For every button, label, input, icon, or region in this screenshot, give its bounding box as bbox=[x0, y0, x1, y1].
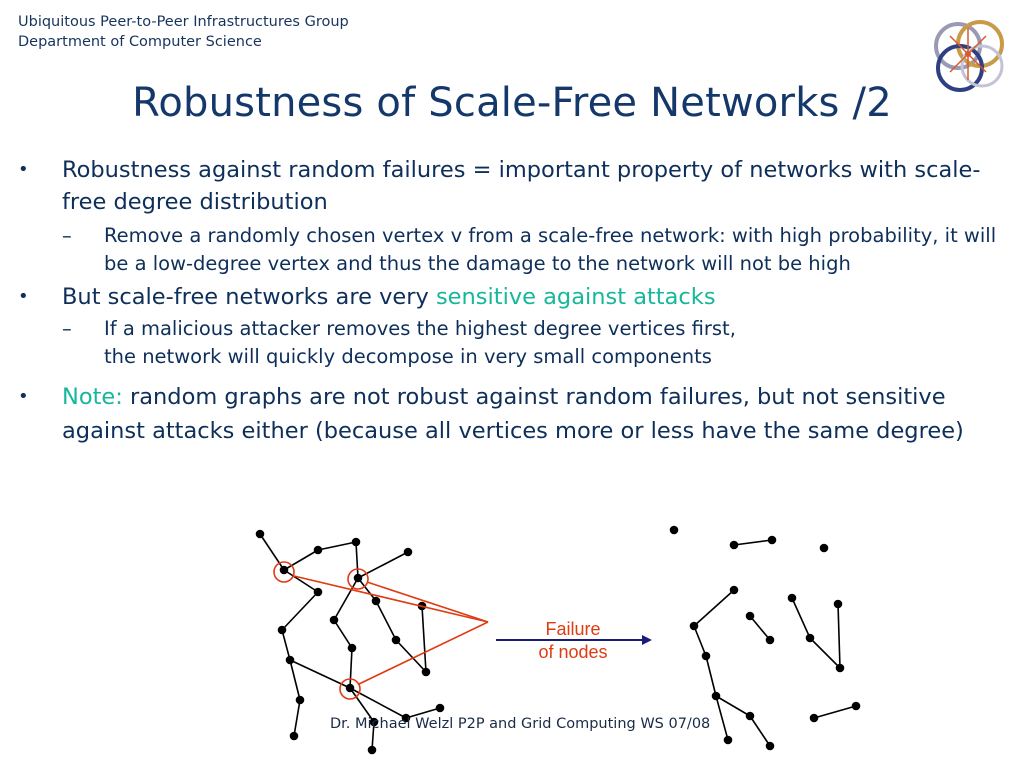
bullet-note: • Note: random graphs are not robust aga… bbox=[18, 380, 1008, 448]
bullet-text: Robustness against random failures = imp… bbox=[62, 157, 981, 215]
university-logo bbox=[934, 20, 1004, 92]
bullet-robustness: • Robustness against random failures = i… bbox=[18, 154, 1008, 218]
bullet-text: random graphs are not robust against ran… bbox=[62, 384, 964, 444]
bullet-sensitive: • But scale-free networks are very sensi… bbox=[18, 281, 1008, 313]
group-name: Ubiquitous Peer-to-Peer Infrastructures … bbox=[18, 14, 349, 30]
slide-title: Robustness of Scale-Free Networks /2 bbox=[132, 80, 892, 126]
sub-bullet-line2: the network will quickly decompose in ve… bbox=[104, 344, 712, 368]
slide-footer: Dr. Michael Welzl P2P and Grid Computing… bbox=[330, 716, 711, 732]
sub-bullet-text: Remove a randomly chosen vertex v from a… bbox=[104, 224, 997, 275]
failure-label: Failure of nodes bbox=[520, 618, 626, 664]
bullet-list: • Robustness against random failures = i… bbox=[18, 154, 1008, 448]
failure-label-line2: of nodes bbox=[538, 642, 608, 662]
bullet-dot-icon: • bbox=[18, 286, 29, 307]
bullet-dot-icon: • bbox=[18, 159, 29, 180]
note-label: Note: bbox=[62, 384, 123, 410]
sub-bullet-random-removal: – Remove a randomly chosen vertex v from… bbox=[18, 222, 1008, 277]
dash-icon: – bbox=[62, 224, 72, 247]
department-name: Department of Computer Science bbox=[18, 34, 262, 50]
bullet-text: But scale-free networks are very bbox=[62, 284, 436, 310]
failure-markers bbox=[273, 561, 489, 700]
institution-header: Ubiquitous Peer-to-Peer Infrastructures … bbox=[18, 12, 349, 52]
sub-bullet-attack: – If a malicious attacker removes the hi… bbox=[18, 315, 1008, 370]
bullet-dot-icon: • bbox=[18, 386, 29, 407]
highlight-sensitive: sensitive against attacks bbox=[435, 284, 716, 310]
dash-icon: – bbox=[62, 317, 72, 340]
sub-bullet-line1: If a malicious attacker removes the high… bbox=[104, 317, 736, 340]
failure-label-line1: Failure bbox=[545, 619, 601, 639]
